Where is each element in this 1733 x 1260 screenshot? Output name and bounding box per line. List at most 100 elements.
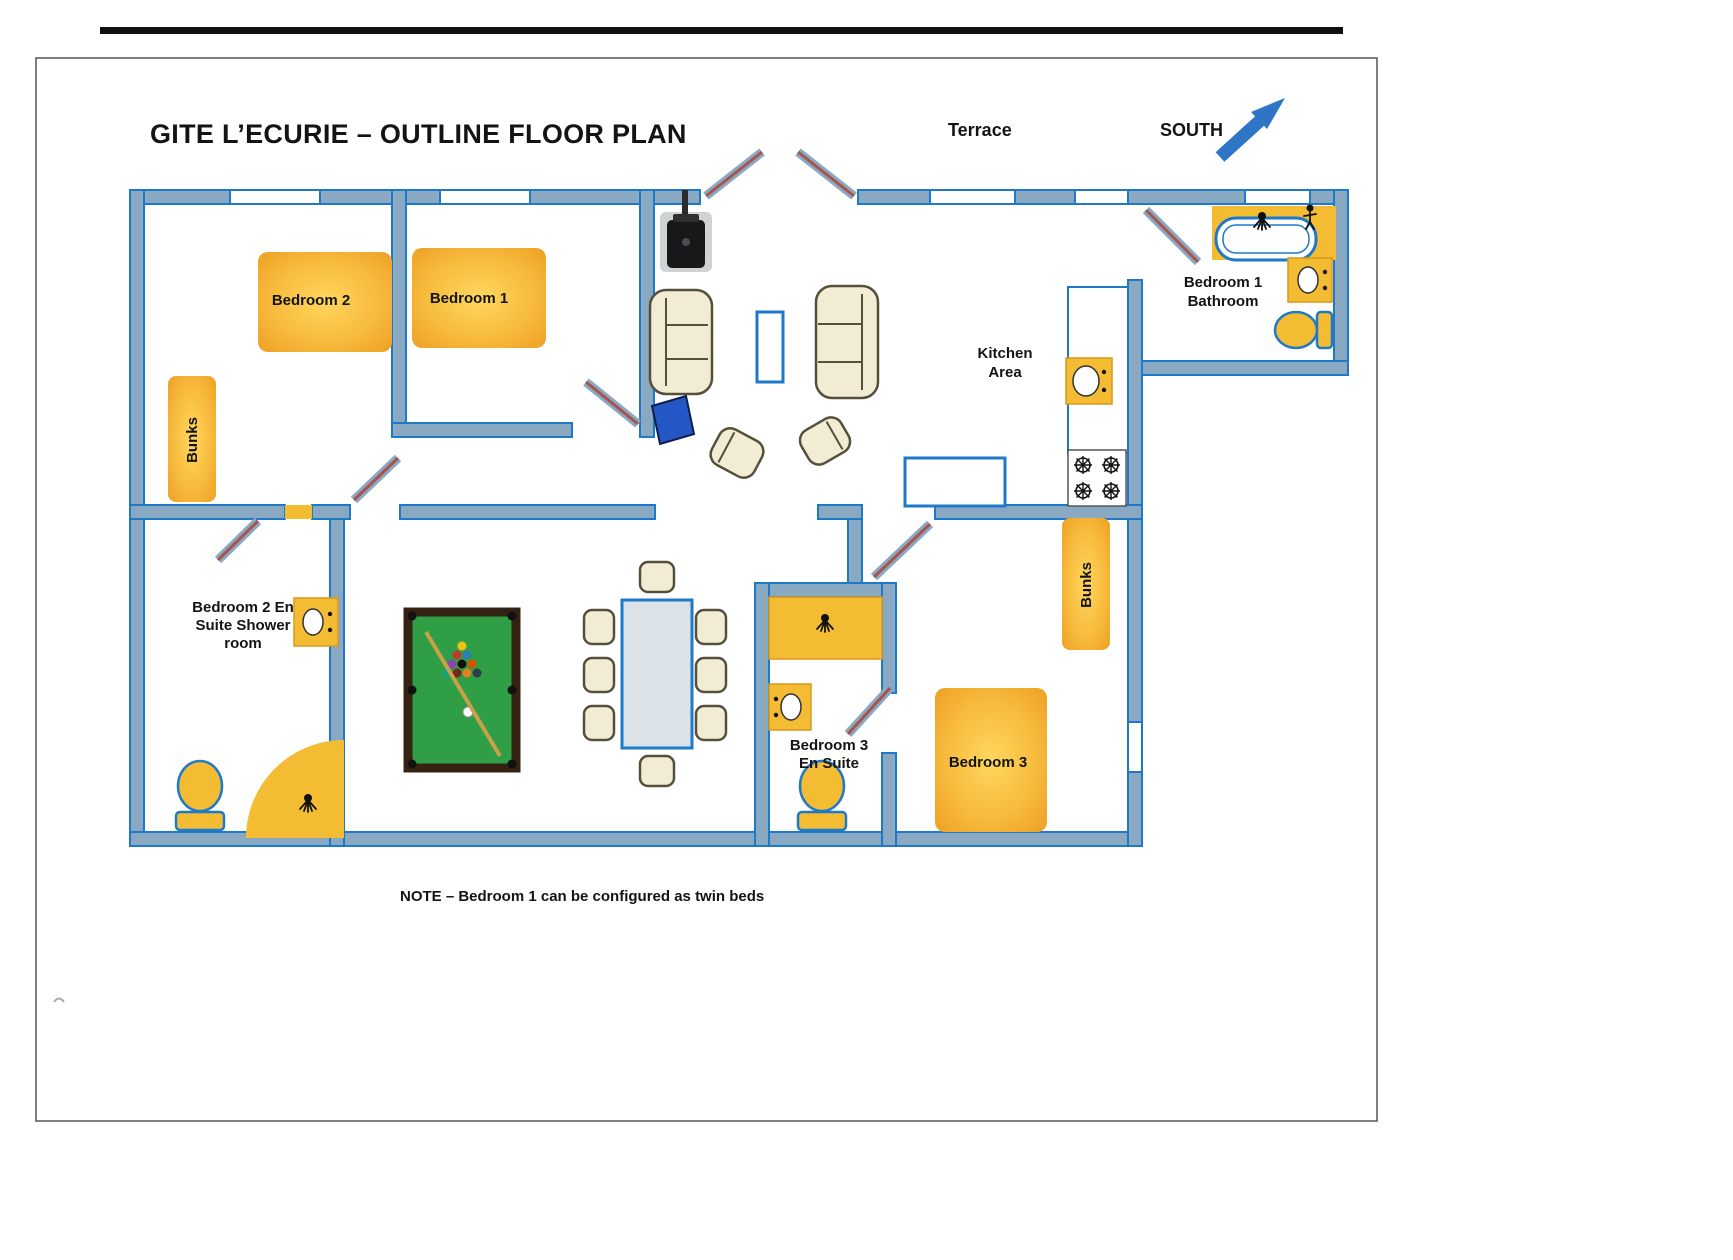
pool-table [403, 607, 521, 773]
kitchen-sink-icon [1065, 357, 1113, 405]
terrace-door-left [703, 148, 765, 200]
wall-kitchen-b2 [934, 504, 1143, 520]
window [1074, 189, 1129, 205]
cue-stick [424, 630, 502, 758]
door-threshold [285, 505, 312, 519]
compass-label: SOUTH [1160, 120, 1223, 140]
figure-icon [1303, 204, 1317, 230]
ensuite2-label-2: Suite Shower [195, 617, 290, 634]
wall-hall-a3 [399, 504, 656, 520]
terrace-door-right [795, 148, 857, 200]
window [929, 189, 1016, 205]
window [1127, 721, 1143, 773]
compass-arrow-icon [1215, 98, 1285, 162]
dining-chair [582, 608, 616, 646]
bed-bedroom1 [412, 248, 546, 348]
bathroom-wing-wall-east [1333, 189, 1349, 376]
wall-ensuite3-east-upper [881, 582, 897, 694]
bed-bedroom2 [258, 252, 392, 352]
dining-table [620, 598, 694, 750]
shower-icon [816, 614, 834, 633]
doors [214, 148, 1202, 738]
armchair [709, 427, 765, 479]
ensuite3-label-2: En Suite [799, 755, 859, 772]
dining-chair [694, 656, 728, 694]
ensuite3-toilet-icon [796, 759, 848, 832]
bunks-left-label: Bunks [184, 417, 201, 463]
dining-chair [582, 656, 616, 694]
page-title: GITE L’ECURIE – OUTLINE FLOOR PLAN [150, 119, 687, 149]
scan-artifacts [35, 27, 1378, 1122]
window [439, 189, 531, 205]
wall-hall-a1 [129, 504, 286, 520]
scan-mark [53, 997, 65, 1003]
dining-chair [638, 754, 676, 788]
dining-chair [694, 704, 728, 742]
bunks-left [168, 376, 216, 502]
wall-kitchen-b1 [817, 504, 863, 520]
wall-ensuite3-north [754, 582, 897, 598]
scan-edge-line [100, 27, 1343, 34]
wood-stove-icon [660, 190, 712, 272]
ensuite2-label-1: Bedroom 2 En [192, 599, 294, 616]
bed-bedroom3 [935, 688, 1047, 832]
kitchen [903, 286, 1129, 508]
ensuite3-sink-icon [768, 683, 812, 731]
note-text: NOTE – Bedroom 1 can be configured as tw… [400, 888, 764, 905]
bedroom2-label: Bedroom 2 [272, 292, 350, 309]
wall-bedroom2-bedroom1 [391, 189, 407, 438]
kitchen-island [903, 456, 1007, 508]
bedroom3-label: Bedroom 3 [949, 754, 1027, 771]
hob-icon [1067, 449, 1127, 507]
dining-chair [638, 560, 676, 594]
bunks-right-label: Bunks [1078, 562, 1095, 608]
sofa-right [814, 284, 880, 400]
terrace-label: Terrace [948, 120, 1012, 140]
bathroom1-wing [1212, 204, 1336, 350]
ensuite3-label-1: Bedroom 3 [790, 737, 868, 754]
armchair [798, 416, 852, 466]
kitchen-label-1: Kitchen [977, 345, 1032, 362]
window [229, 189, 321, 205]
bathtub [1214, 216, 1318, 262]
ensuite2-sink-icon [293, 597, 339, 647]
dining-chair [694, 608, 728, 646]
dining-chair [582, 704, 616, 742]
tv-icon [650, 394, 696, 446]
ensuite3 [768, 596, 883, 832]
bathroom1-label-1: Bedroom 1 [1184, 274, 1262, 291]
wall-bedroom1-south [391, 422, 573, 438]
walls [129, 189, 1349, 847]
dining-area [582, 560, 728, 788]
windows [229, 189, 1311, 773]
bedroom1-label: Bedroom 1 [430, 290, 508, 307]
beds [168, 248, 1110, 832]
ensuite2-shower [246, 740, 344, 838]
wall-corridor-stub [847, 518, 863, 584]
bathroom1-toilet-icon [1273, 310, 1334, 350]
window [1244, 189, 1311, 205]
bathroom1-door [1142, 206, 1202, 266]
bathroom1-label-2: Bathroom [1188, 293, 1259, 310]
ensuite2 [174, 597, 344, 838]
header: GITE L’ECURIE – OUTLINE FLOOR PLAN Terra… [150, 98, 1285, 162]
ensuite2-label-3: room [224, 635, 262, 652]
wall-top-west [129, 189, 701, 205]
shower-icon [299, 794, 317, 813]
ensuite3-door [844, 684, 894, 738]
coffee-table [755, 310, 785, 384]
page-border [35, 57, 1378, 1122]
wall-east [1127, 279, 1143, 847]
bunks-right [1062, 518, 1110, 650]
pool-balls [442, 641, 482, 678]
shower-icon [1253, 212, 1271, 231]
bedroom3-door [870, 520, 934, 581]
sofa-left [648, 288, 714, 396]
bathroom1-sink-icon [1287, 257, 1333, 303]
room-labels: Bedroom 2 Bedroom 1 Bunks Bunks Kitchen … [184, 274, 1262, 772]
ensuite2-door [214, 517, 262, 564]
bathroom-wing-wall-south [1141, 360, 1349, 376]
wall-ensuite3-east-lower [881, 752, 897, 847]
bedroom1-door [583, 378, 641, 428]
